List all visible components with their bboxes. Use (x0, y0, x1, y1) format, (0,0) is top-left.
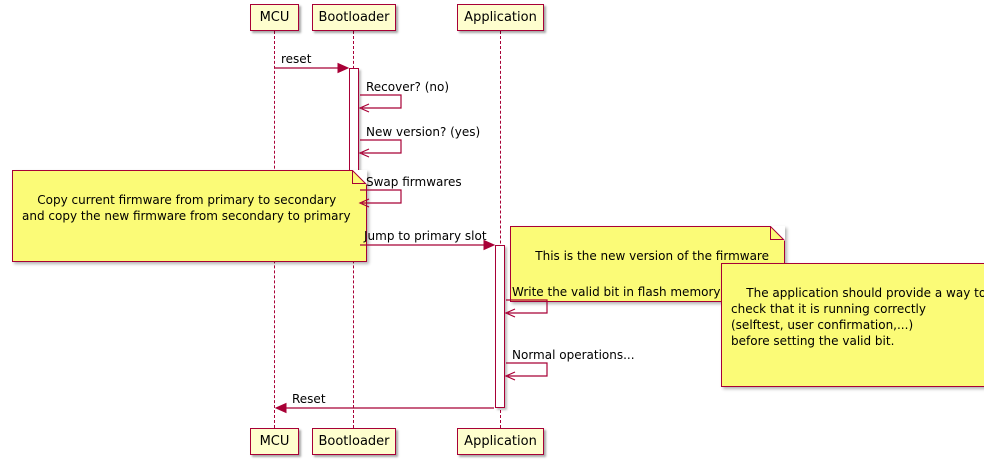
message-label-normal-operations: Normal operations... (512, 348, 635, 362)
note-text: The application should provide a way to … (731, 286, 984, 348)
note-fold-icon (769, 226, 785, 241)
participant-mcu-top: MCU (250, 4, 299, 31)
participant-label: MCU (259, 434, 290, 449)
message-label-reset-return: Reset (292, 392, 326, 406)
participant-label: Bootloader (318, 434, 390, 449)
note-selftest-valid-bit: The application should provide a way to … (721, 263, 984, 387)
message-label-new-version: New version? (yes) (366, 125, 481, 139)
note-new-firmware-version: This is the new version of the firmware (510, 226, 785, 302)
note-copy-firmware: Copy current firmware from primary to se… (12, 170, 367, 262)
message-label-write-valid-bit: Write the valid bit in flash memory (512, 285, 721, 299)
participant-bootloader-top: Bootloader (312, 4, 396, 31)
activation-application (495, 245, 505, 408)
arrow-recover-self (358, 94, 402, 113)
note-text: This is the new version of the firmware (535, 249, 769, 263)
note-text: Copy current firmware from primary to se… (22, 193, 351, 223)
participant-bootloader-bottom: Bootloader (312, 428, 396, 455)
participant-label: Application (464, 10, 537, 25)
message-label-reset: reset (281, 52, 312, 66)
note-fold-icon (351, 170, 367, 185)
participant-label: MCU (259, 10, 290, 25)
participant-mcu-bottom: MCU (250, 428, 299, 455)
lifeline-application (500, 31, 501, 428)
participant-application-top: Application (457, 4, 544, 31)
message-label-swap-firmwares: Swap firmwares (366, 175, 462, 189)
participant-label: Application (464, 434, 537, 449)
message-label-jump-to-primary: Jump to primary slot (364, 229, 487, 243)
participant-label: Bootloader (318, 10, 390, 25)
arrow-write-valid-bit-self (504, 299, 548, 318)
arrow-new-version-self (358, 139, 402, 158)
participant-application-bottom: Application (457, 428, 544, 455)
message-label-recover: Recover? (no) (366, 80, 450, 94)
arrow-normal-operations-self (504, 362, 548, 381)
